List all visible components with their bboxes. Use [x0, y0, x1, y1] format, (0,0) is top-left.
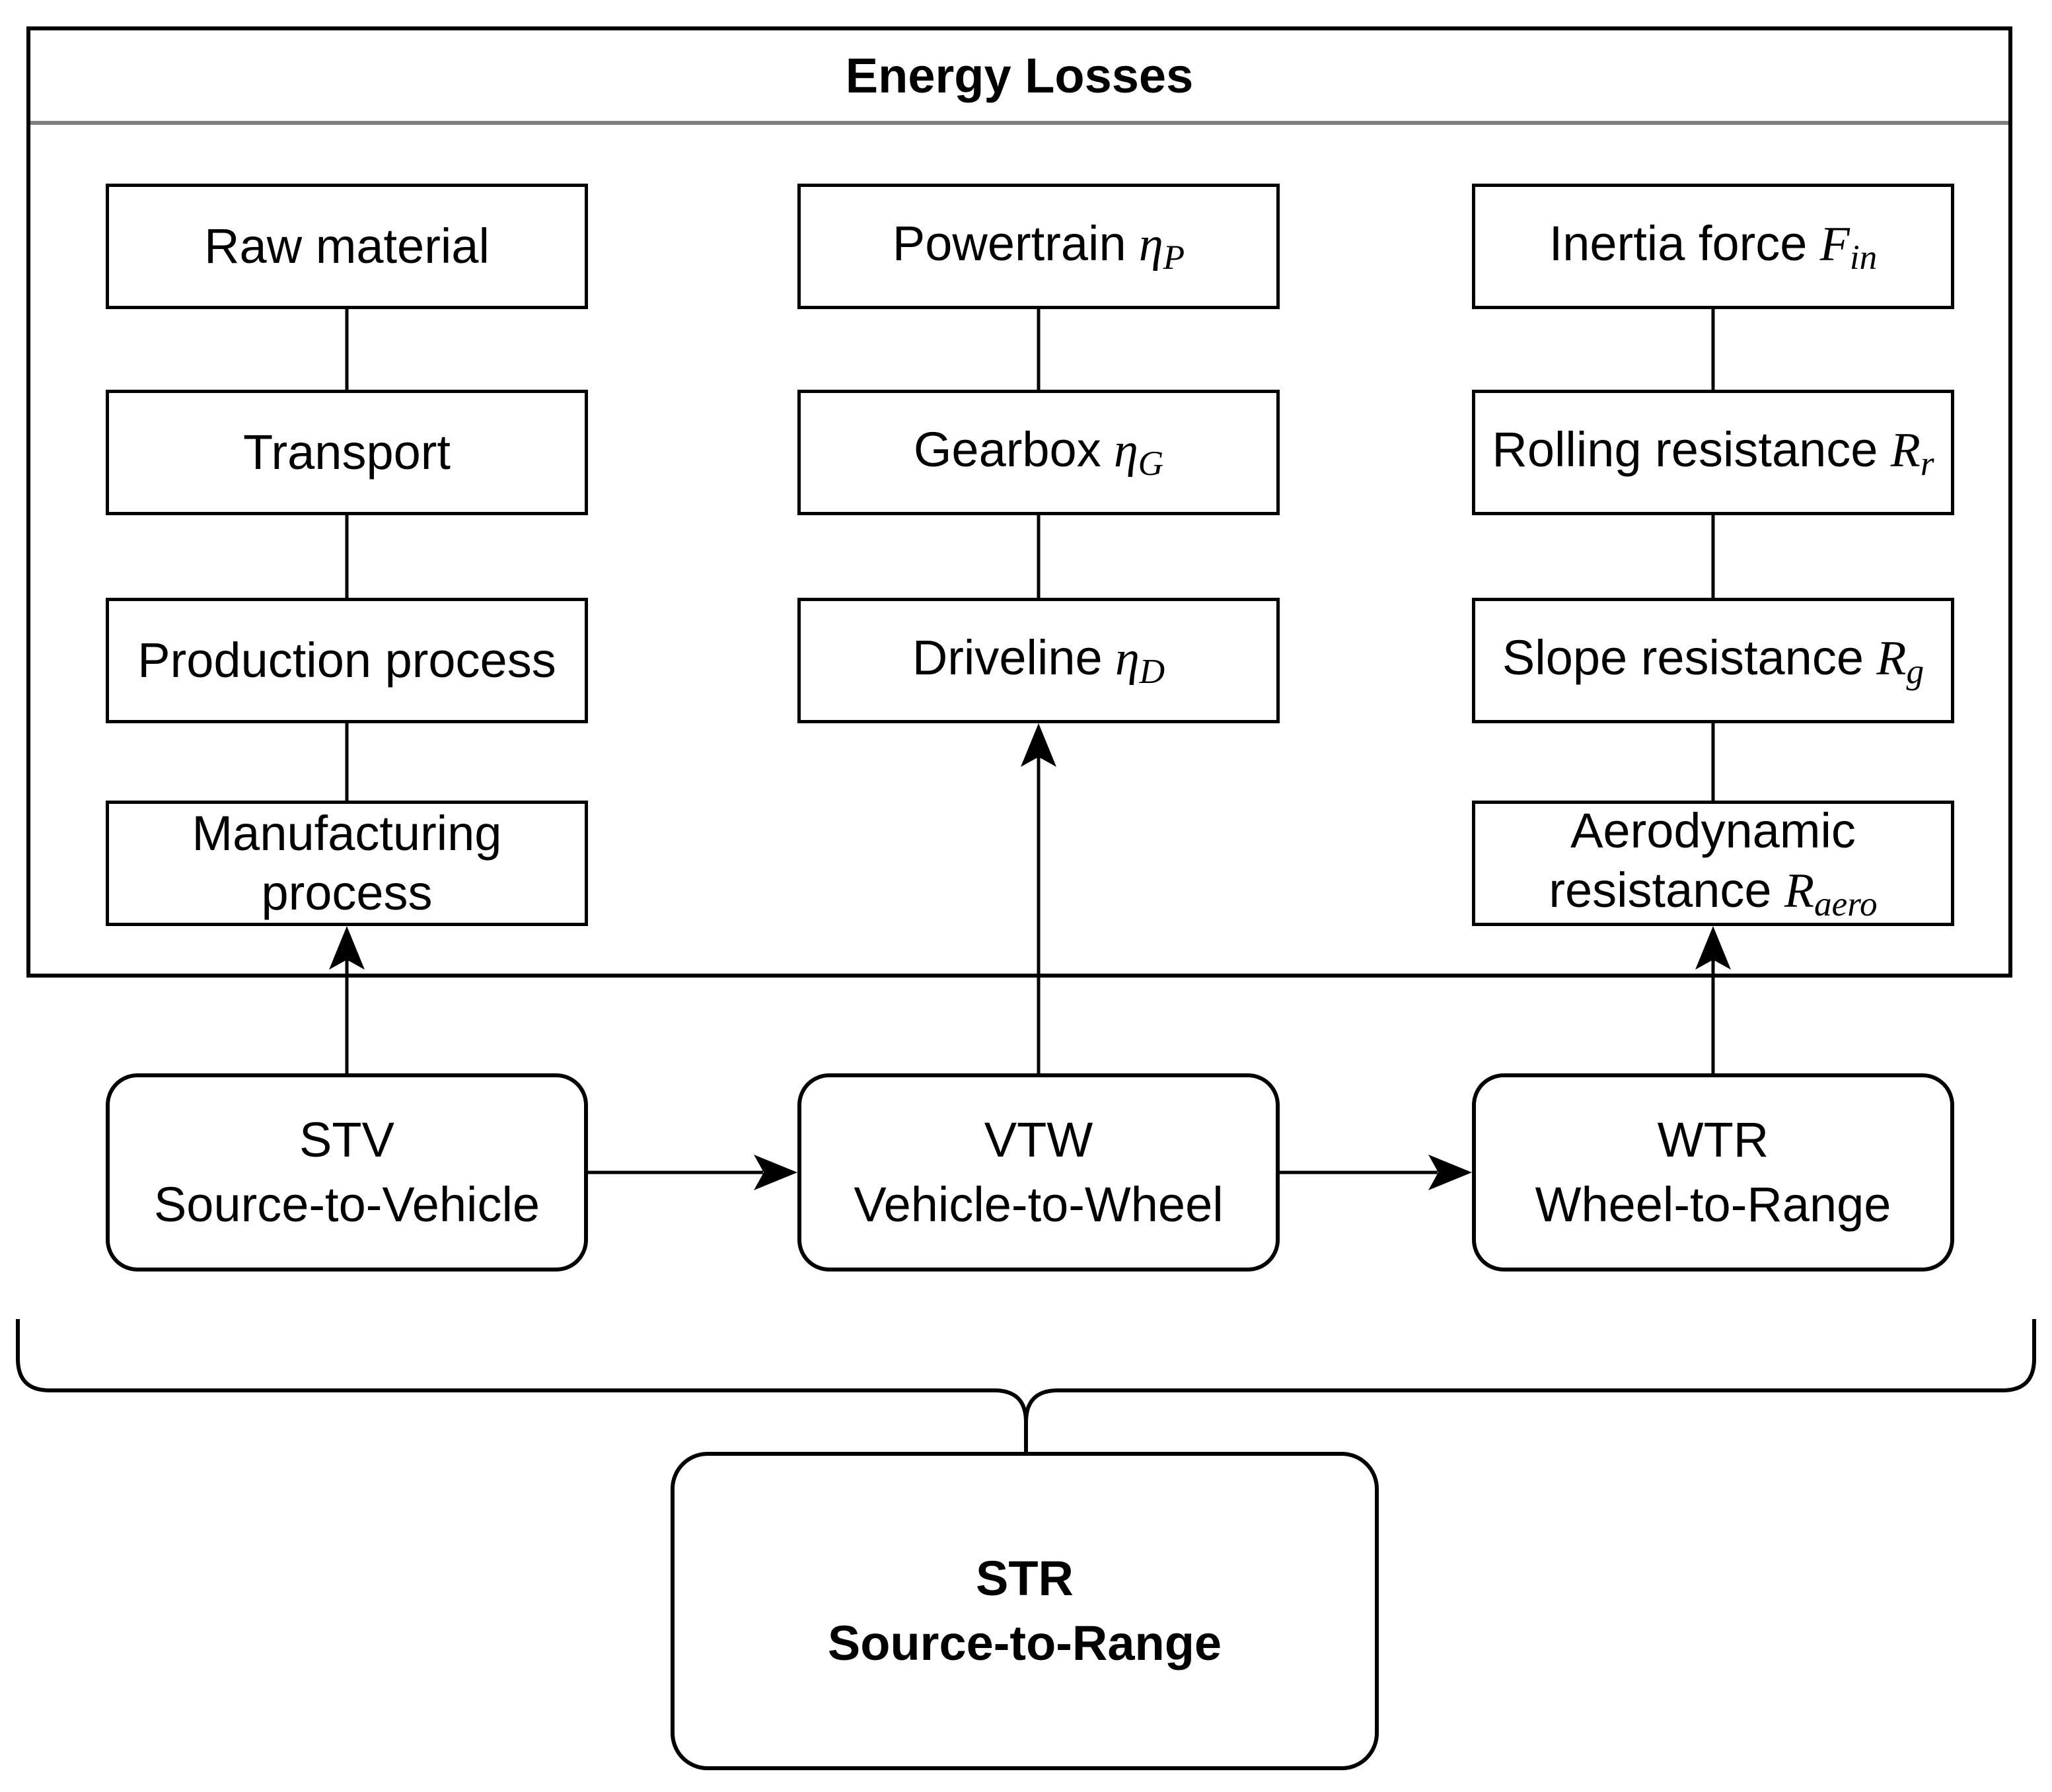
arrowhead-right-vtw: [754, 1155, 797, 1190]
page-title: Energy Losses: [845, 48, 1194, 103]
math-subscript: in: [1849, 237, 1878, 277]
math-subscript: r: [1920, 443, 1934, 483]
energy-losses-header: Energy Losses: [30, 30, 2008, 125]
result-name: Source-to-Range: [827, 1616, 1222, 1670]
stage-acronym: WTR: [1657, 1112, 1769, 1168]
math-subscript: G: [1138, 443, 1164, 483]
box-manufacturing-process: Manufacturing process: [106, 801, 588, 926]
stage-acronym: STV: [299, 1112, 394, 1168]
box-raw-material: Raw material: [106, 184, 588, 309]
math-symbol: ηP: [1138, 217, 1185, 277]
stage-stv: STV Source-to-Vehicle: [106, 1073, 588, 1272]
box-transport: Transport: [106, 390, 588, 515]
stage-wtr: WTR Wheel-to-Range: [1472, 1073, 1954, 1272]
box-label: Manufacturing process: [192, 805, 502, 920]
stage-name: Wheel-to-Range: [1535, 1177, 1891, 1232]
box-label: Production process: [137, 632, 556, 688]
result-str: STR Source-to-Range: [671, 1452, 1379, 1770]
stage-name: Vehicle-to-Wheel: [854, 1177, 1224, 1232]
stage-vtw: VTW Vehicle-to-Wheel: [797, 1073, 1280, 1272]
result-acronym: STR: [976, 1551, 1074, 1606]
math-symbol: ηD: [1115, 631, 1165, 691]
math-symbol: ηG: [1113, 423, 1164, 483]
arrowhead-right-wtr: [1428, 1155, 1472, 1190]
math-subscript: P: [1163, 237, 1185, 277]
box-label: Transport: [243, 424, 451, 480]
math-symbol: Fin: [1819, 217, 1878, 277]
brace-group: [16, 1319, 2036, 1454]
box-label: Raw material: [204, 218, 490, 273]
math-symbol: Raero: [1784, 864, 1878, 924]
math-symbol: Rr: [1890, 423, 1934, 483]
stage-name: Source-to-Vehicle: [153, 1177, 540, 1232]
math-subscript: g: [1906, 651, 1924, 691]
curly-brace: [16, 1319, 2036, 1423]
box-production-process: Production process: [106, 598, 588, 723]
math-symbol: Rg: [1876, 631, 1924, 691]
stage-acronym: VTW: [984, 1112, 1093, 1168]
math-subscript: D: [1139, 651, 1165, 691]
math-subscript: aero: [1814, 884, 1878, 924]
